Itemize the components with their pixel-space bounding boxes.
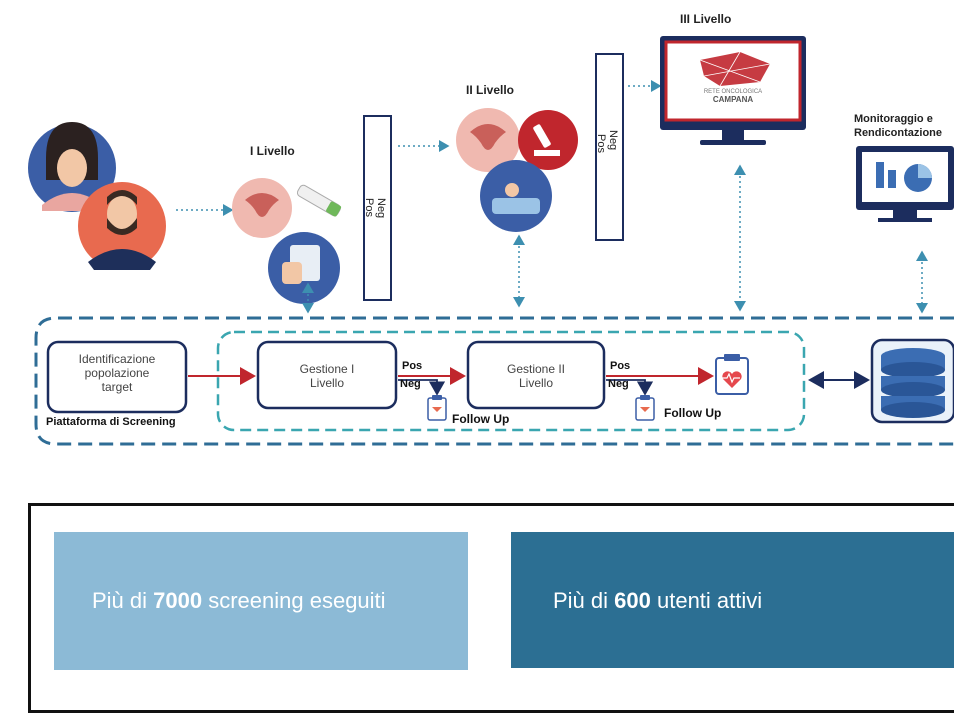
first-level-label: I Livello [250, 144, 295, 158]
second-level-label: II Livello [466, 83, 515, 97]
database-icon [870, 338, 954, 424]
oncology-network-monitor-icon: RETE ONCOLOGICA CAMPANA [660, 36, 806, 145]
manage2-line2: Livello [518, 376, 554, 390]
neg-label-2: Neg [607, 130, 619, 150]
monitoring-label-line1: Monitoraggio e [854, 113, 933, 125]
users-prefix: Più di [553, 588, 615, 613]
medical-report-heart-icon [715, 354, 749, 395]
network-logo-line1: RETE ONCOLOGICA [704, 89, 762, 95]
manage1-line1: Gestione I [299, 362, 355, 376]
follow-up-clipboard-icon [635, 395, 655, 421]
follow-up-clipboard-icon [427, 395, 447, 421]
screening-number: 7000 [153, 588, 203, 613]
neg-pos-box-1 [363, 115, 392, 301]
first-level-exam-icon [232, 178, 342, 304]
users-suffix: utenti attivi [650, 588, 763, 613]
neg-label-flow-2: Neg [608, 378, 629, 390]
pos-label-flow-2: Pos [610, 360, 631, 372]
platform-outer-frame [34, 316, 954, 446]
screening-suffix: screening eseguiti [202, 588, 386, 613]
monitoring-dashboard-icon [856, 146, 954, 222]
active-users-card: Più di 600 utenti attivi [511, 532, 954, 668]
workflow-inner-frame [216, 330, 806, 432]
network-logo-line2: CAMPANA [713, 95, 754, 104]
neg-label-1: Neg [375, 198, 387, 218]
screening-flow-diagram: Neg Pos Neg Pos RETE ONCOLOGICA CAMPANA [28, 36, 954, 446]
identify-line3: target [101, 380, 133, 394]
neg-pos-box-2 [595, 53, 624, 241]
manage-first-level-text: Gestione I Livello [258, 362, 396, 390]
active-users-text: Più di 600 utenti attivi [553, 588, 762, 614]
manage-second-level-text: Gestione II Livello [468, 362, 604, 390]
manage-first-level-box [256, 340, 398, 410]
second-level-exam-icon [456, 108, 578, 232]
monitoring-label-line2: Rendicontazione [854, 127, 943, 139]
manage1-line2: Livello [309, 376, 345, 390]
identify-line2: popolazione [84, 366, 150, 380]
manage2-line1: Gestione II [506, 362, 566, 376]
manage-second-level-box [466, 340, 606, 410]
follow-up-label-1: Follow Up [452, 412, 510, 426]
identify-population-box [46, 340, 188, 414]
identify-population-text: Identificazione popolazione target [48, 352, 186, 394]
neg-label-flow-1: Neg [400, 378, 421, 390]
pos-label-1: Pos [363, 198, 375, 217]
pos-label-flow-1: Pos [402, 360, 423, 372]
pos-label-2: Pos [595, 134, 607, 153]
monitoring-label: Monitoraggio e Rendicontazione [854, 112, 942, 140]
follow-up-label-2: Follow Up [664, 406, 722, 420]
third-level-label: III Livello [680, 12, 732, 26]
screening-prefix: Più di [92, 588, 154, 613]
screening-count-card: Più di 7000 screening eseguiti [54, 532, 468, 670]
identify-line1: Identificazione [78, 352, 156, 366]
users-number: 600 [614, 588, 651, 613]
screening-platform-label: Piattaforma di Screening [46, 416, 176, 428]
population-people-icon [28, 122, 166, 270]
screening-count-text: Più di 7000 screening eseguiti [92, 588, 386, 614]
